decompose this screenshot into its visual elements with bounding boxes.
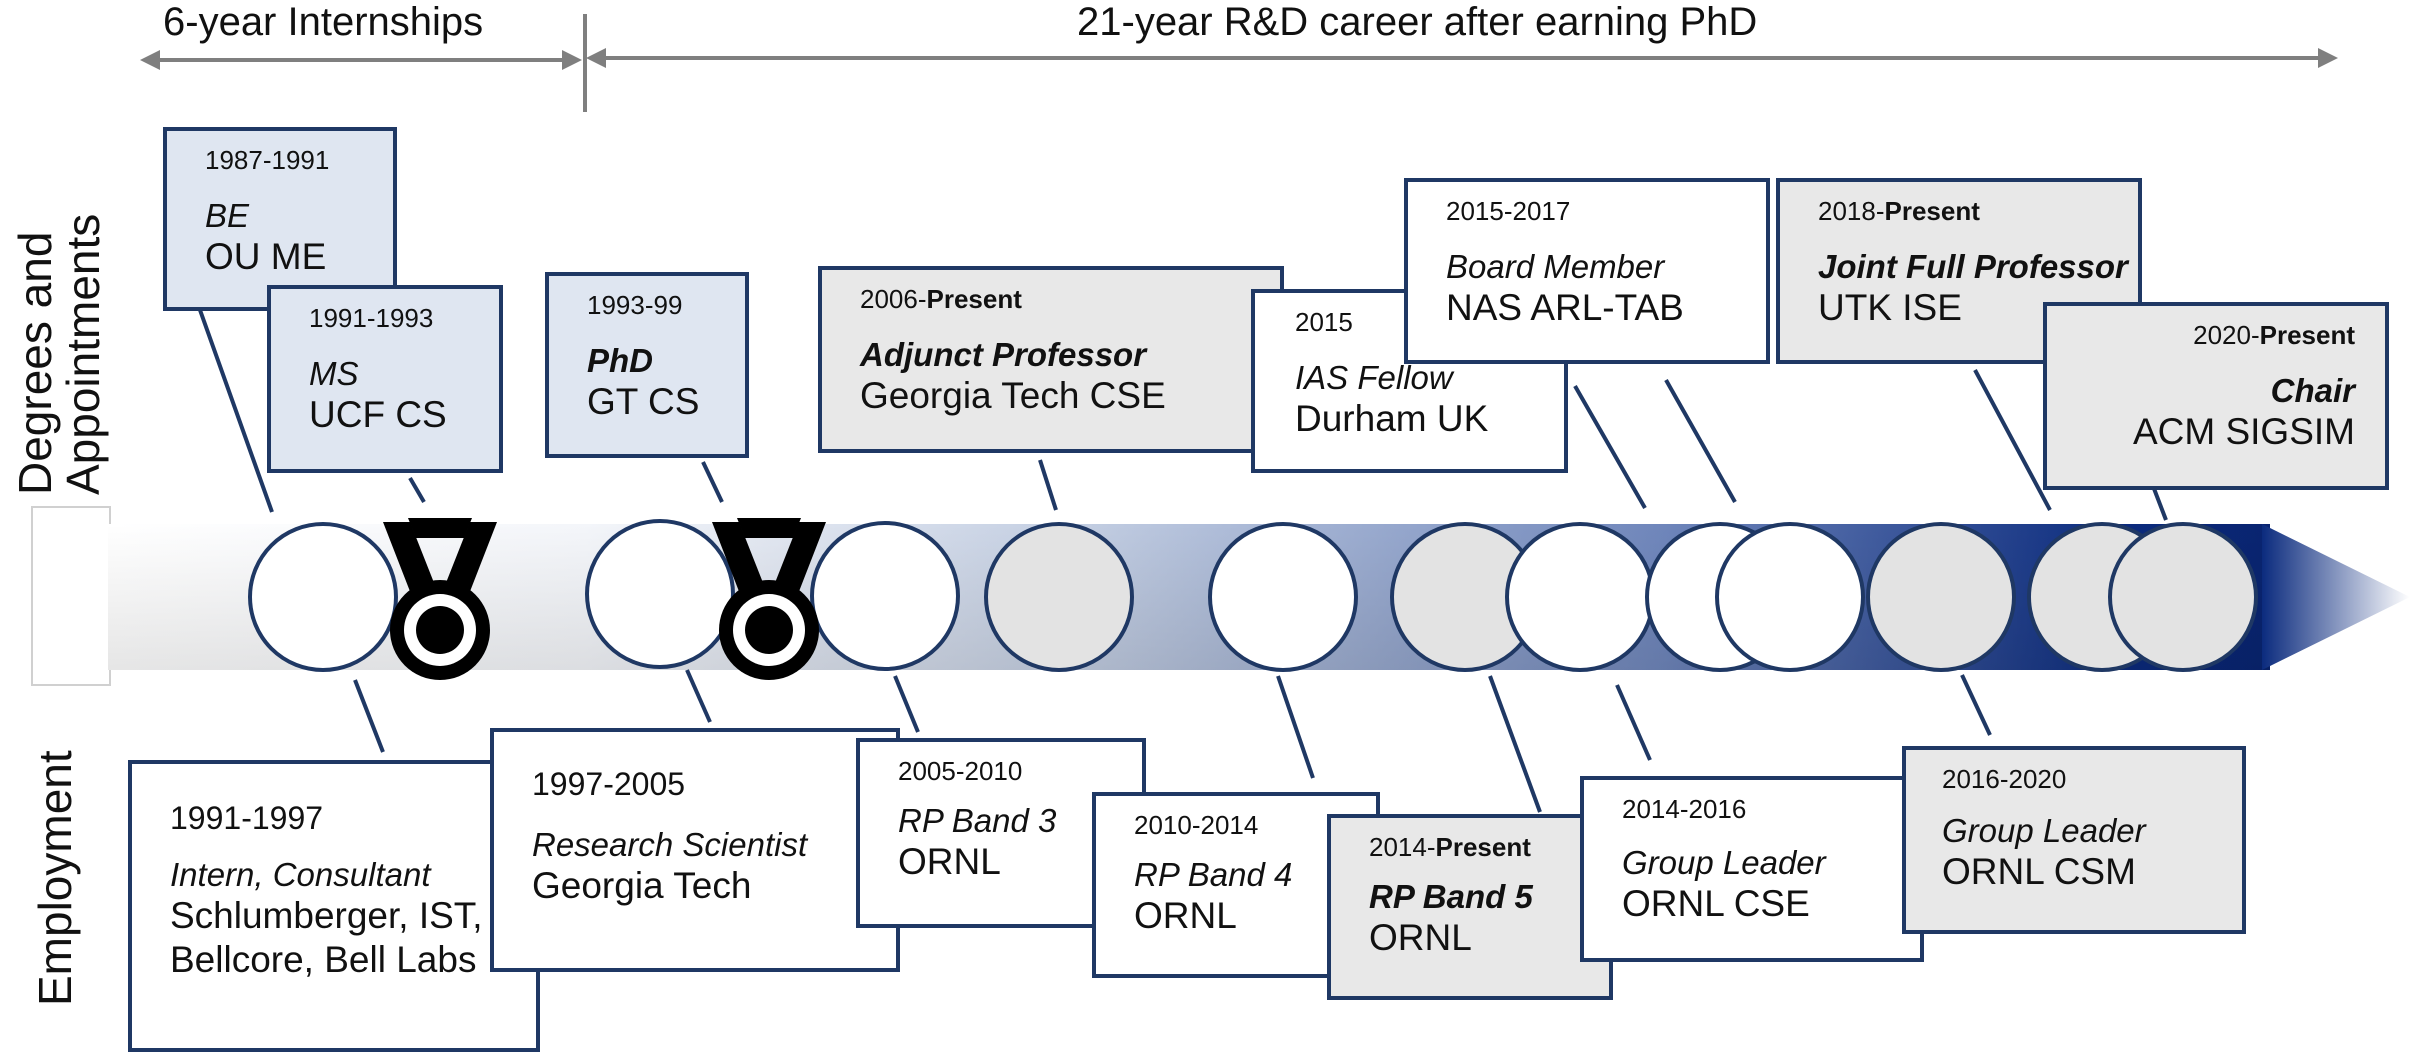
event-circle-2014b: [1505, 522, 1655, 672]
card-years: 1991-1993: [309, 303, 434, 333]
card-years: 1991-1997: [170, 800, 324, 836]
event-circle-2016: [1866, 522, 2016, 672]
card-org: OU ME: [205, 236, 327, 277]
card-org: ORNL CSM: [1942, 851, 2136, 892]
card-role: Group Leader: [1942, 812, 2146, 849]
employment-card-csm: 2016-2020 Group Leader ORNL CSM: [1902, 746, 2246, 934]
card-role: RP Band 3: [898, 802, 1057, 839]
internship-span-arrow: [140, 50, 582, 70]
card-org: Georgia Tech: [532, 865, 752, 906]
card-years: 2014-Present: [1369, 832, 1531, 862]
career-period-label: 21-year R&D career after earning PhD: [1077, 0, 1758, 44]
medal-icon: [383, 518, 497, 680]
event-circle-2006: [984, 522, 1134, 672]
event-circle-2010: [1208, 522, 1358, 672]
card-org: UCF CS: [309, 394, 447, 435]
card-org: GT CS: [587, 381, 700, 422]
event-circles: [248, 519, 2258, 672]
card-role: Joint Full Professor: [1818, 248, 2128, 285]
degrees-label-line1: Degrees and: [9, 231, 61, 495]
employment-connectors: [353, 669, 1992, 813]
card-role: MS: [309, 355, 359, 392]
card-years: 2015-2017: [1446, 196, 1571, 226]
timeline-start-box: [31, 506, 111, 686]
card-org: ORNL: [898, 841, 1001, 882]
card-role: RP Band 5: [1369, 878, 1533, 915]
card-years: 2014-2016: [1622, 794, 1747, 824]
employment-card-gatech: 1997-2005 Research Scientist Georgia Tec…: [490, 728, 900, 972]
card-role: PhD: [587, 342, 653, 379]
degree-connectors: [198, 309, 2168, 521]
card-years: 2006-Present: [860, 284, 1022, 314]
degree-card-phd: 1993-99 PhD GT CS: [545, 272, 749, 458]
card-years: 2005-2010: [898, 756, 1023, 786]
card-years: 1997-2005: [532, 766, 686, 802]
card-org: ORNL CSE: [1622, 883, 1810, 924]
appointment-card-chair: 2020-Present Chair ACM SIGSIM: [2043, 302, 2389, 490]
card-role: BE: [205, 197, 250, 234]
card-role: IAS Fellow: [1295, 359, 1453, 396]
degrees-label-line2: Appointments: [57, 213, 109, 495]
internship-period-label: 6-year Internships: [163, 0, 484, 44]
card-org: ACM SIGSIM: [2132, 411, 2355, 452]
employment-card-cse: 2014-2016 Group Leader ORNL CSE: [1580, 776, 1924, 962]
appointment-card-adjunct: 2006-Present Adjunct Professor Georgia T…: [818, 266, 1284, 453]
card-role: RP Band 4: [1134, 856, 1293, 893]
card-role: Board Member: [1446, 248, 1665, 285]
degree-card-be: 1987-1991 BE OU ME: [163, 127, 397, 311]
card-years: 1987-1991: [205, 145, 330, 175]
card-org: NAS ARL-TAB: [1446, 287, 1684, 328]
card-org: ORNL: [1134, 895, 1237, 936]
card-role: Group Leader: [1622, 844, 1826, 881]
event-circle-2015b: [1715, 522, 1865, 672]
appointment-card-board: 2015-2017 Board Member NAS ARL-TAB: [1404, 178, 1770, 364]
card-org: ORNL: [1369, 917, 1472, 958]
card-years: 2010-2014: [1134, 810, 1259, 840]
card-role: Research Scientist: [532, 826, 808, 863]
card-years: 2016-2020: [1942, 764, 2067, 794]
card-org-line2: Bellcore, Bell Labs: [170, 939, 477, 980]
card-org: Durham UK: [1295, 398, 1489, 439]
card-org-line1: Schlumberger, IST,: [170, 895, 483, 936]
card-role: Adjunct Professor: [860, 336, 1147, 373]
card-years: 2018-Present: [1818, 196, 1980, 226]
card-years: 1993-99: [587, 290, 683, 320]
medal-icon: [712, 518, 826, 680]
degree-card-ms: 1991-1993 MS UCF CS: [267, 285, 503, 473]
employment-card-intern: 1991-1997 Intern, Consultant Schlumberge…: [128, 760, 540, 1052]
career-span-arrow: [586, 48, 2338, 68]
card-role: Intern, Consultant: [170, 856, 431, 893]
employment-label: Employment: [29, 750, 81, 1006]
event-circle-2005: [810, 521, 960, 671]
event-circle-1987: [248, 522, 398, 672]
event-circle-2020: [2108, 522, 2258, 672]
card-org: UTK ISE: [1818, 287, 1962, 328]
card-role: Chair: [2270, 372, 2355, 409]
card-years: 2015: [1295, 307, 1353, 337]
employment-card-rp5: 2014-Present RP Band 5 ORNL: [1327, 814, 1613, 1000]
card-years: 2020-Present: [2193, 320, 2355, 350]
card-org: Georgia Tech CSE: [860, 375, 1166, 416]
event-circle-1993: [585, 519, 735, 669]
